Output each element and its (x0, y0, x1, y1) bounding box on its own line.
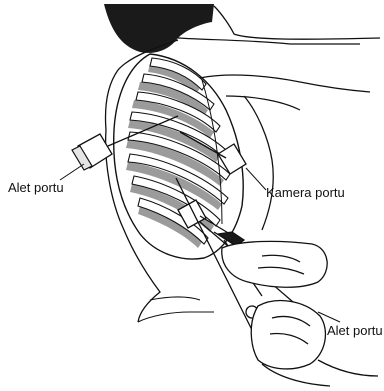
upper-hand (222, 241, 327, 287)
surgeon-hands (222, 241, 378, 386)
label-camera-port: Kamera portu (266, 186, 345, 199)
leader-left-port (60, 164, 84, 180)
leader-camera-port (246, 168, 266, 190)
patient-hair (104, 4, 214, 53)
label-left-instrument-port: Alet portu (8, 181, 64, 194)
patient-neck (214, 6, 380, 39)
label-right-instrument-port: Alet portu (327, 324, 383, 337)
